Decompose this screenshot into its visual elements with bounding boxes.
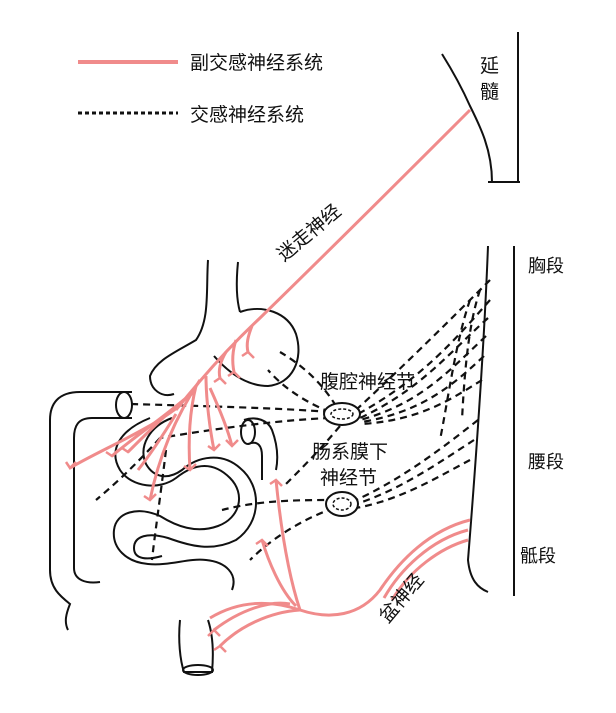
colon-outline [50,392,277,630]
label-inferior-mesenteric-1: 肠系膜下 [312,441,388,463]
sympathetic-nerves [96,280,490,560]
stomach-outline [150,260,298,395]
label-medulla-2: 髓 [480,81,499,103]
parasympathetic-arrowheads [66,352,282,652]
celiac-ganglion [324,403,360,425]
pelvic-nerve-path [210,520,470,618]
legend-parasympathetic-label: 副交感神经系统 [190,52,323,74]
label-pelvic-nerve: 盆神经 [375,569,429,627]
spinal-cord-outline [468,246,514,596]
inferior-mesenteric-ganglion [326,492,358,516]
label-celiac-ganglion: 腹腔神经节 [320,371,415,393]
diagram-labels: 延 髓 迷走神经 胸段 腹腔神经节 肠系膜下 神经节 腰段 骶段 盆神经 [273,55,564,627]
label-thoracic: 胸段 [528,256,564,277]
label-sacral: 骶段 [520,546,556,567]
rectum-outline [179,620,213,675]
label-medulla-1: 延 [480,55,499,77]
label-vagus-nerve: 迷走神经 [273,200,345,266]
label-inferior-mesenteric-2: 神经节 [320,467,377,489]
legend: 副交感神经系统 交感神经系统 [78,52,323,126]
label-lumbar: 腰段 [528,452,564,473]
legend-sympathetic-label: 交感神经系统 [190,104,304,126]
